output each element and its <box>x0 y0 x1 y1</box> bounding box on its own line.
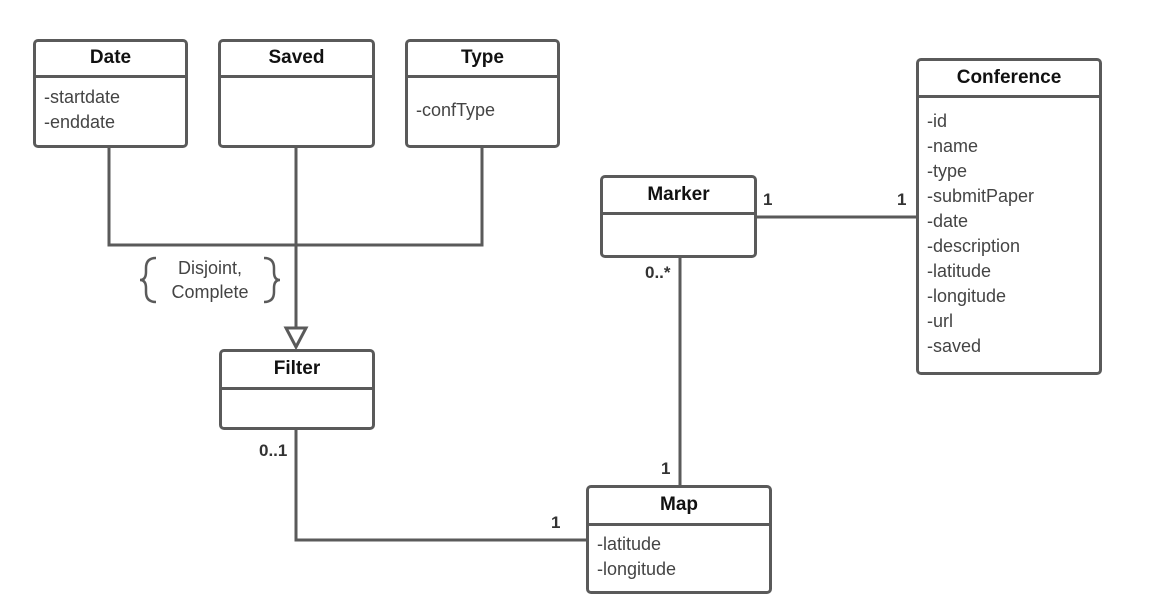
attr-longitude: -longitude <box>927 286 1007 306</box>
attr-url: -url <box>927 311 953 331</box>
multiplicity-filter-map-map: 1 <box>551 513 561 532</box>
conference-class-name: Conference <box>919 61 1099 98</box>
type-class[interactable]: Type -confType <box>405 39 560 148</box>
attr-startdate: -startdate <box>44 87 121 107</box>
attr-map-latitude: -latitude <box>597 534 662 554</box>
attr-latitude: -latitude <box>927 261 992 281</box>
date-attributes: -startdate -enddate <box>36 78 185 135</box>
marker-class-name: Marker <box>603 178 754 215</box>
map-class-name: Map <box>589 488 769 526</box>
attr-map-longitude: -longitude <box>597 559 677 579</box>
attr-type: -type <box>927 161 968 181</box>
generalization-arrowhead <box>283 326 309 351</box>
attr-enddate: -enddate <box>44 112 116 132</box>
conference-class[interactable]: Conference -id -name -type -submitPaper … <box>916 58 1102 375</box>
multiplicity-marker-conference-marker: 1 <box>763 190 773 209</box>
saved-class[interactable]: Saved <box>218 39 375 148</box>
type-class-name: Type <box>408 42 557 78</box>
attr-saved: -saved <box>927 336 982 356</box>
right-brace <box>263 256 281 304</box>
attr-submitpaper: -submitPaper <box>927 186 1035 206</box>
saved-class-name: Saved <box>221 42 372 78</box>
multiplicity-marker-conference-conference: 1 <box>897 190 907 209</box>
multiplicity-marker-map-marker: 0..* <box>645 263 671 282</box>
attr-name: -name <box>927 136 979 156</box>
constraint-line-1: Disjoint, <box>177 258 243 278</box>
filter-class[interactable]: Filter <box>219 349 375 430</box>
multiplicity-filter-map-filter: 0..1 <box>259 441 288 460</box>
attr-date: -date <box>927 211 969 231</box>
generalization-constraint: Disjoint, Complete <box>160 256 260 304</box>
type-attributes: -confType <box>408 78 557 123</box>
date-class[interactable]: Date -startdate -enddate <box>33 39 188 148</box>
map-class[interactable]: Map -latitude -longitude <box>586 485 772 594</box>
map-attributes: -latitude -longitude <box>589 526 769 582</box>
filter-map-association <box>294 430 586 542</box>
marker-class[interactable]: Marker <box>600 175 757 258</box>
attr-conftype: -confType <box>416 100 496 120</box>
constraint-line-2: Complete <box>171 282 249 302</box>
left-brace <box>139 256 157 304</box>
filter-class-name: Filter <box>222 352 372 390</box>
attr-id: -id <box>927 111 948 131</box>
date-class-name: Date <box>36 42 185 78</box>
conference-attributes: -id -name -type -submitPaper -date -desc… <box>919 98 1099 359</box>
multiplicity-marker-map-map: 1 <box>661 459 671 478</box>
attr-description: -description <box>927 236 1021 256</box>
